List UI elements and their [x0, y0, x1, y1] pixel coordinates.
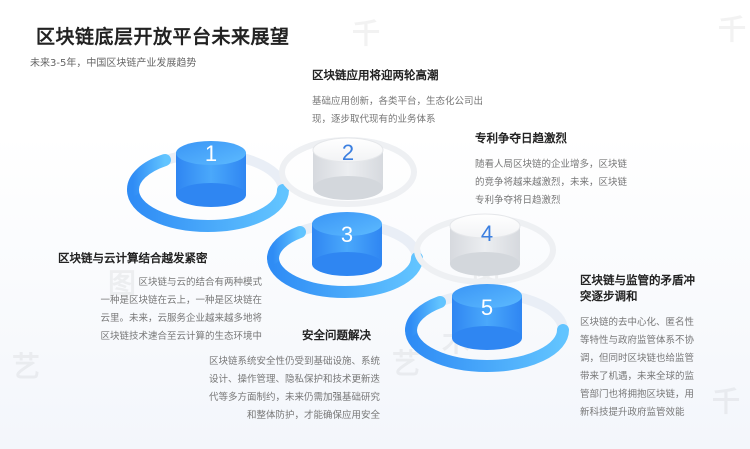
item-2-desc-line: 基础应用创新，各类平台，生态化公司出	[312, 96, 484, 107]
item-5-desc: 区块链的去中心化、匿名性 等特性与政府监管体系不协 调，但同时区块链也给监管 带…	[580, 314, 740, 422]
cylinder-number-3: 3	[341, 222, 353, 247]
cylinder-1: 1	[127, 141, 289, 232]
item-1-title: 区块链与云计算结合越发紧密	[58, 251, 208, 265]
watermark-glyph: 图	[108, 267, 137, 300]
item-3-desc-line: 设计、操作管理、隐私保护和技术更新迭	[208, 374, 380, 385]
cylinder-3: 3	[267, 212, 423, 298]
watermark-glyph: 千	[718, 13, 747, 46]
cylinder-5: 5	[405, 284, 569, 372]
item-5-title-line: 区块链与监管的矛盾冲	[580, 273, 695, 287]
cylinder-number-1: 1	[205, 141, 217, 166]
item-5-desc-line: 区块链的去中心化、匿名性	[580, 317, 695, 328]
item-2-desc-line: 现，逐步取代现有的业务体系	[312, 114, 436, 125]
item-5-desc-line: 管部门也将拥抱区块链，用	[580, 389, 695, 400]
item-1-desc-line: 云里。未来，云服务企业越来越多地将	[100, 313, 262, 324]
item-1-desc: 区块链与云的结合有两种模式 一种是区块链在云上，一种是区块链在 云里。未来，云服…	[42, 274, 262, 346]
watermark-glyph: 艺	[392, 347, 421, 380]
cylinder-number-5: 5	[481, 295, 493, 320]
item-4-desc: 随看人局区块链的企业增多，区块链 的竞争将越来越激烈，未来，区块链 专利争夺将日…	[475, 156, 675, 210]
item-5-desc-line: 带来了机遇，未来全球的监	[580, 371, 695, 382]
cylinder-number-2: 2	[342, 140, 354, 165]
watermark-glyph: 千	[352, 17, 381, 50]
item-2-title: 区块链应用将迎两轮高潮	[312, 68, 439, 82]
cylinder-2: 2	[279, 137, 417, 207]
item-2-desc: 基础应用创新，各类平台，生态化公司出 现，逐步取代现有的业务体系	[312, 93, 512, 129]
item-3-desc-line: 代等多方面制约，未来仍需加强基础研究	[208, 392, 380, 403]
item-4-desc-line: 的竞争将越来越激烈，未来，区块链	[475, 177, 628, 188]
item-5-desc-line: 新科技提升政府监管效能	[580, 407, 685, 418]
item-1-desc-line: 一种是区块链在云上，一种是区块链在	[100, 295, 262, 306]
watermark-glyph: 艺	[12, 350, 41, 383]
cylinder-number-4: 4	[481, 221, 493, 246]
page-title: 区块链底层开放平台未来展望	[36, 26, 290, 48]
item-5-title: 区块链与监管的矛盾冲 突逐步调和	[580, 272, 695, 304]
item-3-title: 安全问题解决	[302, 328, 371, 342]
cylinder-4: 4	[414, 213, 556, 285]
item-3-desc: 区块链系统安全性仍受到基础设施、系统 设计、操作管理、隐私保护和技术更新迭 代等…	[190, 353, 380, 425]
item-5-desc-line: 调，但同时区块链也给监管	[580, 353, 695, 364]
item-1-desc-line: 区块链与云的结合有两种模式	[138, 277, 262, 288]
item-4-desc-line: 专利争夺将日趋激烈	[475, 195, 561, 206]
item-5-desc-line: 等特性与政府监管体系不协	[580, 335, 695, 346]
item-4-desc-line: 随看人局区块链的企业增多，区块链	[475, 159, 628, 170]
item-1-desc-line: 区块链技术速合至云计算的生态环境中	[100, 331, 262, 342]
item-3-desc-line: 区块链系统安全性仍受到基础设施、系统	[208, 356, 380, 367]
item-5-title-line: 突逐步调和	[580, 289, 638, 303]
watermark-glyph: 千	[712, 385, 741, 418]
page-subtitle: 未来3-5年，中国区块链产业发展趋势	[30, 58, 197, 69]
item-3-desc-line: 和整体防护，才能确保应用安全	[246, 410, 380, 421]
item-4-title: 专利争夺日趋激烈	[475, 131, 567, 145]
